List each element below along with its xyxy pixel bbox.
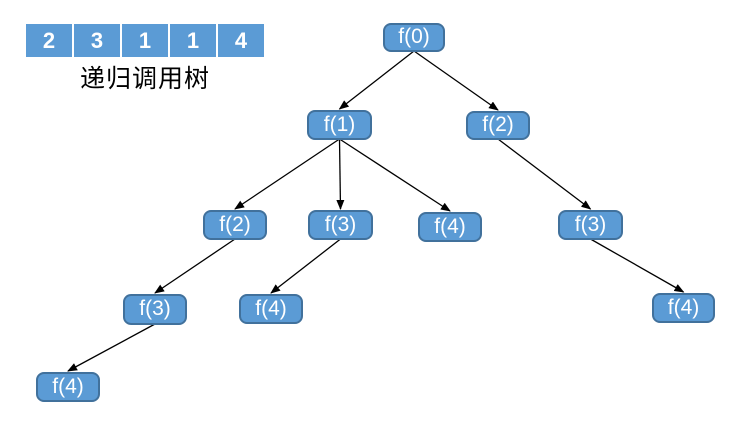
tree-edge-n4-n8: [270, 238, 341, 294]
tree-node-n3: f(2): [203, 210, 267, 240]
array-cell: 1: [170, 24, 216, 57]
tree-edge-n0-n1: [338, 50, 415, 110]
tree-node-n8: f(4): [239, 294, 303, 324]
array-cell: 3: [74, 24, 120, 57]
array-cell: 4: [218, 24, 264, 57]
tree-node-n9: f(4): [652, 293, 715, 323]
tree-edge-n1-n4: [336, 138, 345, 210]
array-caption: 递归调用树: [79, 66, 210, 93]
tree-edge-n7-n10: [67, 323, 156, 372]
tree-edge-n2-n6: [497, 138, 592, 210]
tree-edge-n6-n9: [590, 238, 685, 293]
tree-edge-n1-n5: [339, 138, 451, 212]
tree-edge-n0-n2: [413, 50, 499, 111]
tree-node-n10: f(4): [36, 372, 100, 402]
tree-node-n1: f(1): [307, 110, 372, 140]
tree-edge-n1-n3: [234, 138, 340, 210]
tree-node-n7: f(3): [123, 294, 187, 325]
tree-node-n4: f(3): [308, 210, 373, 240]
array-cell: 1: [122, 24, 168, 57]
tree-edge-n3-n7: [154, 238, 236, 294]
tree-node-n0: f(0): [383, 23, 445, 52]
tree-node-n5: f(4): [418, 212, 482, 242]
tree-node-n2: f(2): [466, 111, 530, 140]
array-cell: 2: [26, 24, 72, 57]
tree-node-n6: f(3): [558, 210, 623, 240]
